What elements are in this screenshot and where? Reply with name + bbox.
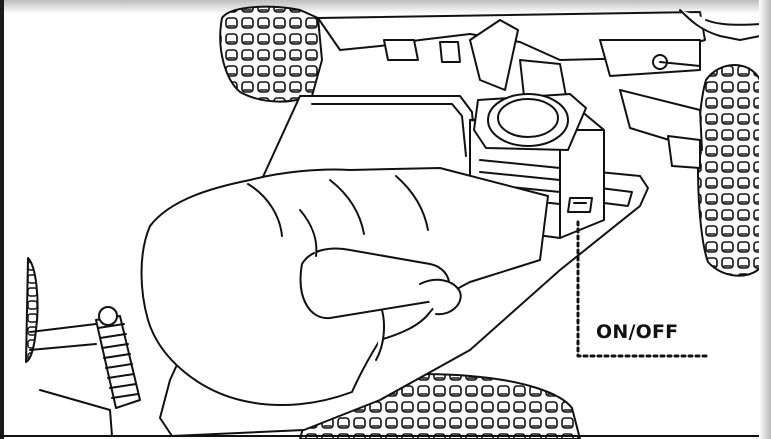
shock-absorber-left [29,306,141,437]
hand-holding-battery [140,167,549,407]
chassis-top [317,9,761,169]
on-off-switch[interactable] [567,197,593,213]
tire-rear-left-bottom [25,257,39,363]
tire-front-right [696,64,761,277]
frame-shadow-top [0,0,771,14]
on-off-label: ON/OFF [596,321,679,343]
frame-border-left [0,0,4,439]
frame-shadow-right [759,0,771,439]
on-off-callout-line [576,220,708,358]
tire-rear-left [219,5,323,103]
